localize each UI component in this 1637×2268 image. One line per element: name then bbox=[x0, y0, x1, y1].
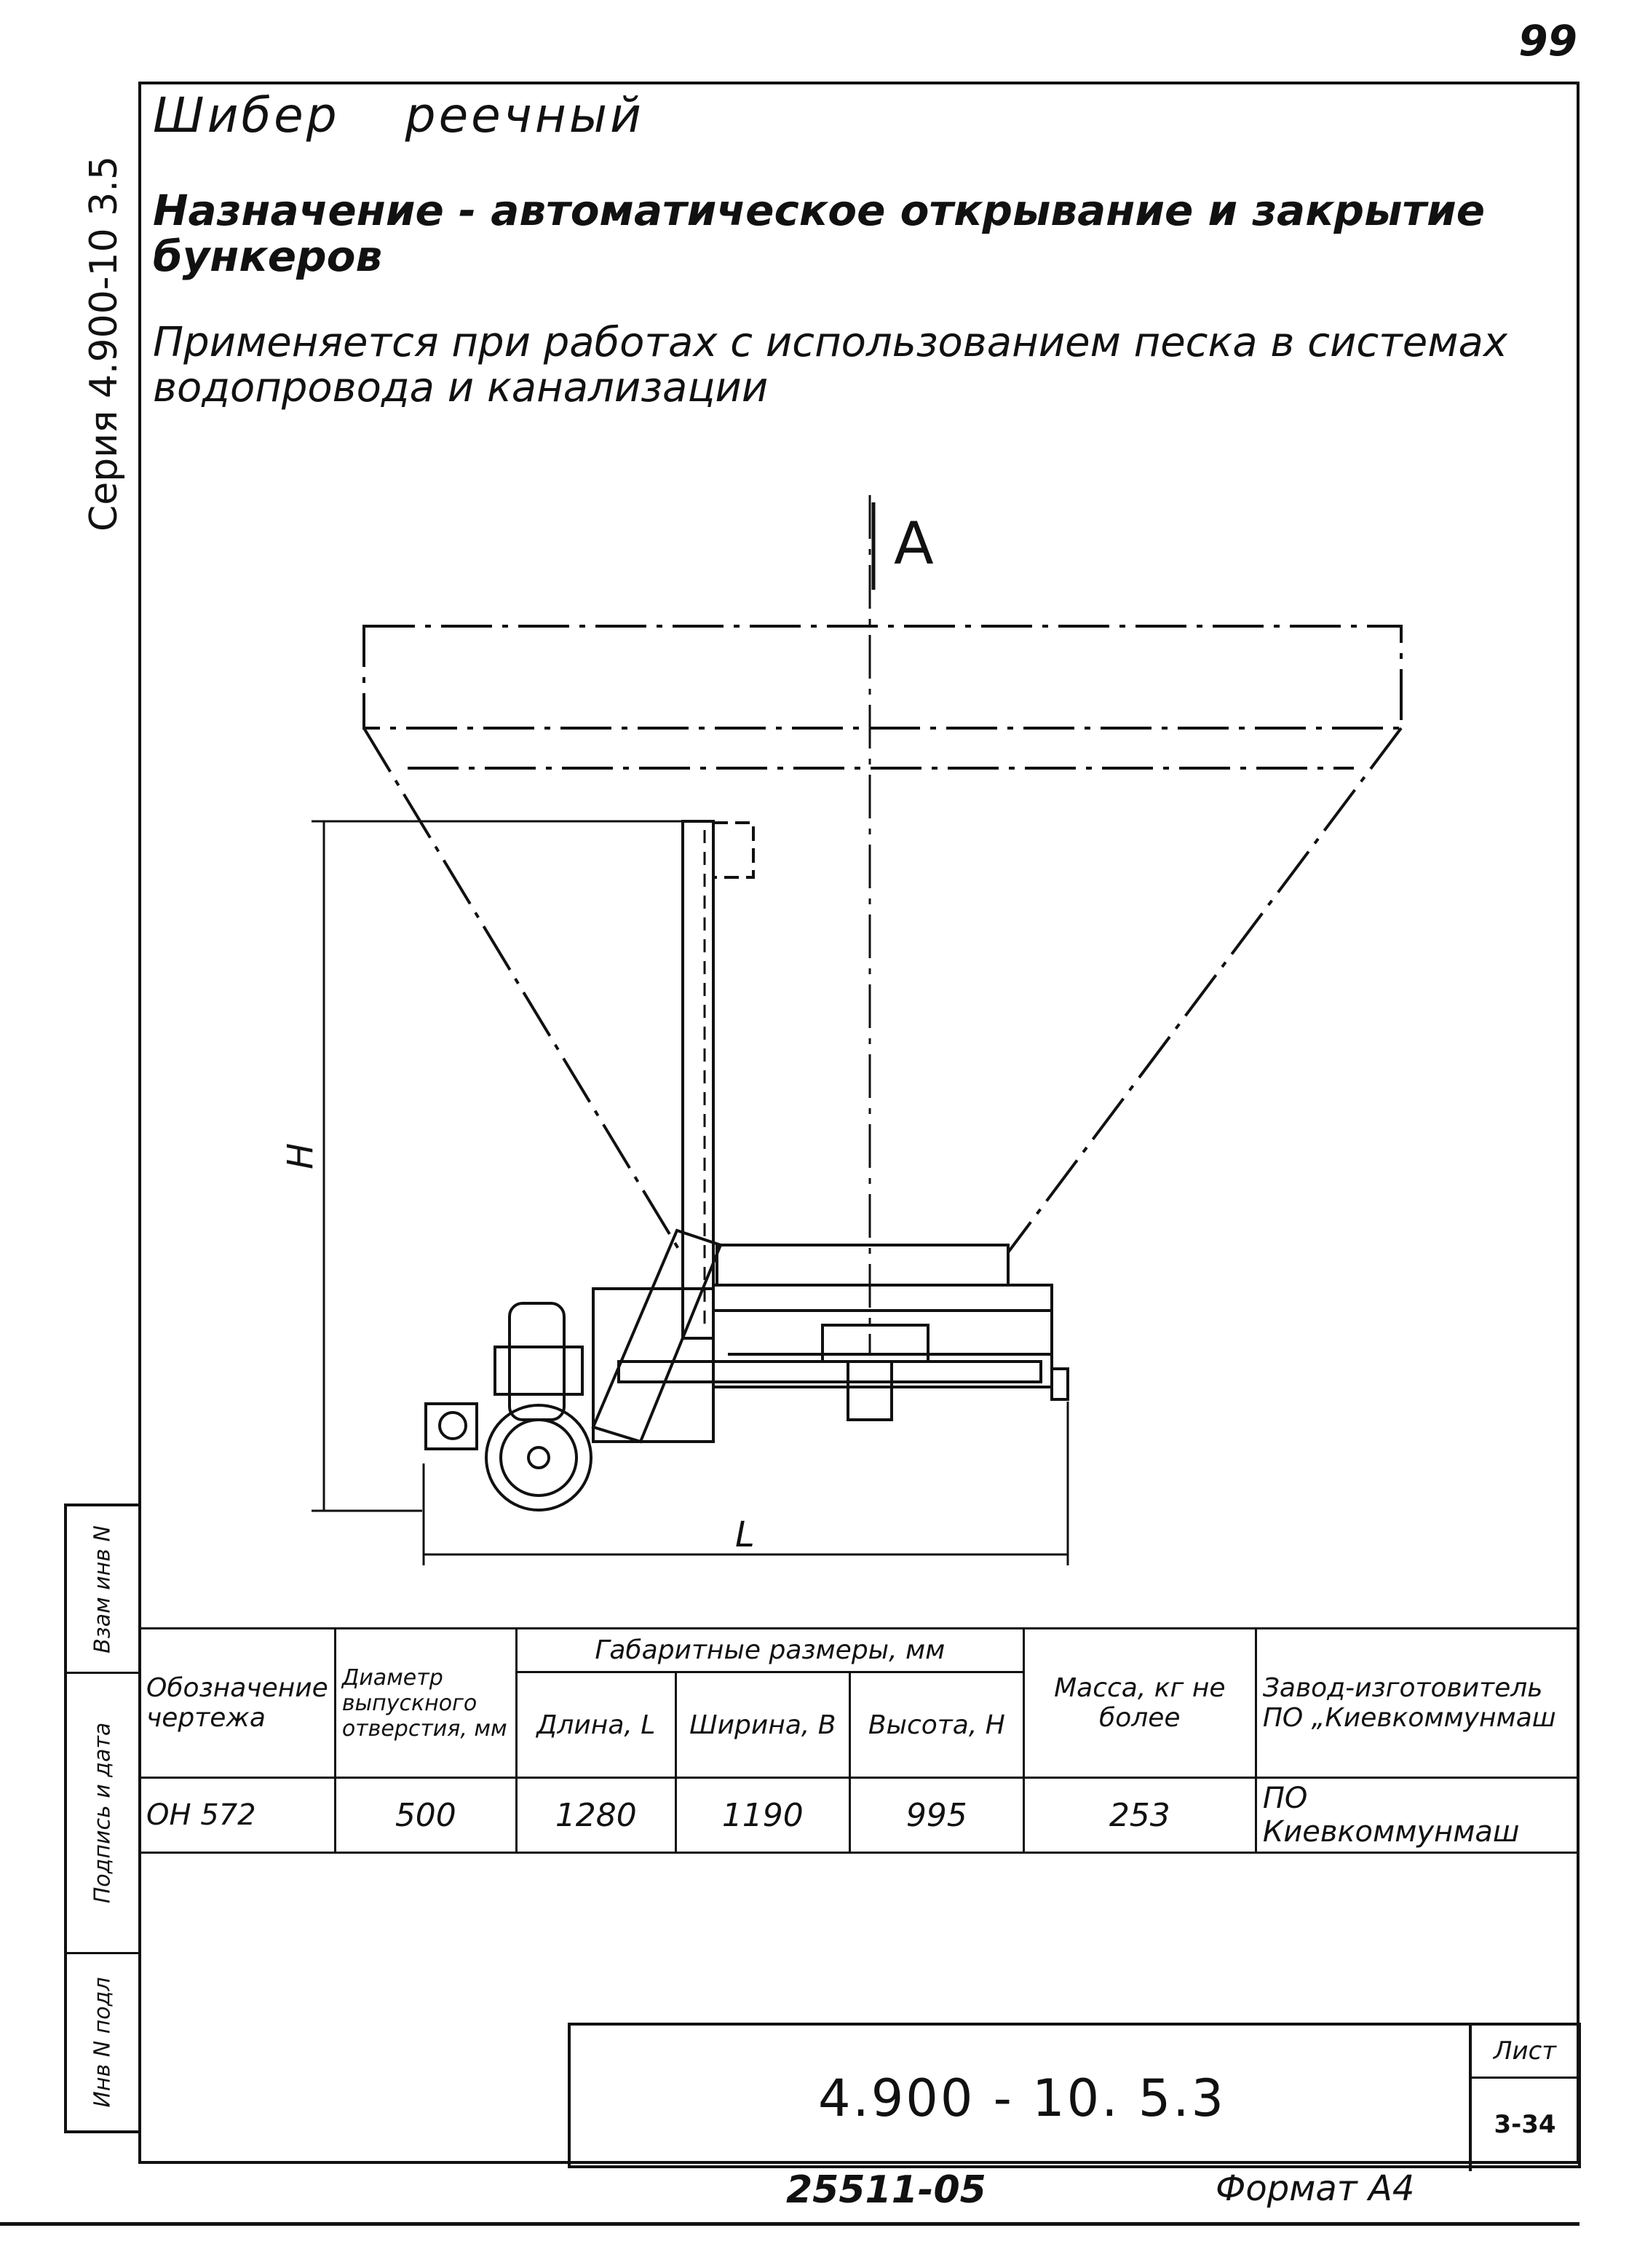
inventory-number: 25511-05 bbox=[786, 2168, 986, 2212]
post-top-box bbox=[712, 821, 755, 879]
rack-post bbox=[681, 820, 715, 1340]
th-length: Длина, L bbox=[515, 1671, 677, 1779]
spec-table: Обозначение чертежа Диаметр выпускного о… bbox=[138, 1627, 1580, 1854]
gate-rod bbox=[847, 1360, 893, 1421]
page-number: 99 bbox=[1518, 16, 1577, 66]
stamp-signature-date: Подпись и дата bbox=[67, 1674, 138, 1954]
hopper-right-wall bbox=[1007, 727, 1403, 1254]
small-motor-box bbox=[424, 1402, 478, 1450]
drawing-frame bbox=[138, 82, 1579, 2164]
th-mass: Масса, кг не более bbox=[1022, 1627, 1257, 1779]
th-overall: Габаритные размеры, мм bbox=[515, 1627, 1025, 1673]
gear-motor bbox=[508, 1302, 566, 1421]
motor-hub bbox=[494, 1346, 584, 1396]
application-text: Применяется при работах с использованием… bbox=[153, 319, 1507, 411]
bottom-border bbox=[0, 2222, 1579, 2226]
drive-shaft bbox=[617, 1360, 1042, 1383]
th-designation: Обозначение чертежа bbox=[138, 1627, 336, 1779]
table-row: ОН 572 500 1280 1190 995 253 ПО Киевкомм… bbox=[138, 1777, 1580, 1854]
th-maker: Завод-изготовитель ПО „Киевкоммунмаш bbox=[1254, 1627, 1580, 1779]
gate-slide bbox=[821, 1324, 930, 1363]
motor-bracket bbox=[592, 1287, 715, 1443]
dim-h-label: H bbox=[280, 1142, 322, 1170]
drive-wheel bbox=[485, 1404, 592, 1512]
outlet-flange bbox=[716, 1244, 1010, 1287]
sheet-label: Лист bbox=[1472, 2026, 1578, 2079]
title-block: 4.900 - 10. 5.3 Лист 3-34 bbox=[568, 2023, 1581, 2171]
diagonal-strut bbox=[591, 1228, 723, 1444]
format-label: Формат А4 bbox=[1216, 2168, 1415, 2209]
sheet-value: 3-34 bbox=[1494, 2110, 1556, 2139]
th-width: Ширина, В bbox=[674, 1671, 851, 1779]
hopper-left-wall bbox=[362, 727, 682, 1254]
sheet-cell: Лист 3-34 bbox=[1469, 2026, 1578, 2171]
th-diameter: Диаметр выпускного отверстия, мм bbox=[333, 1627, 518, 1779]
section-label: А bbox=[894, 510, 934, 577]
hopper-top-band bbox=[362, 625, 1403, 730]
th-height: Высота, Н bbox=[848, 1671, 1025, 1779]
stamp-replace-inv: Взам инв N bbox=[67, 1506, 138, 1674]
dim-l-label: L bbox=[735, 1514, 755, 1555]
purpose-text: Назначение - автоматическое открывание и… bbox=[153, 186, 1486, 281]
gate-frame bbox=[712, 1284, 1053, 1388]
document-code: 4.900 - 10. 5.3 bbox=[817, 2069, 1226, 2128]
